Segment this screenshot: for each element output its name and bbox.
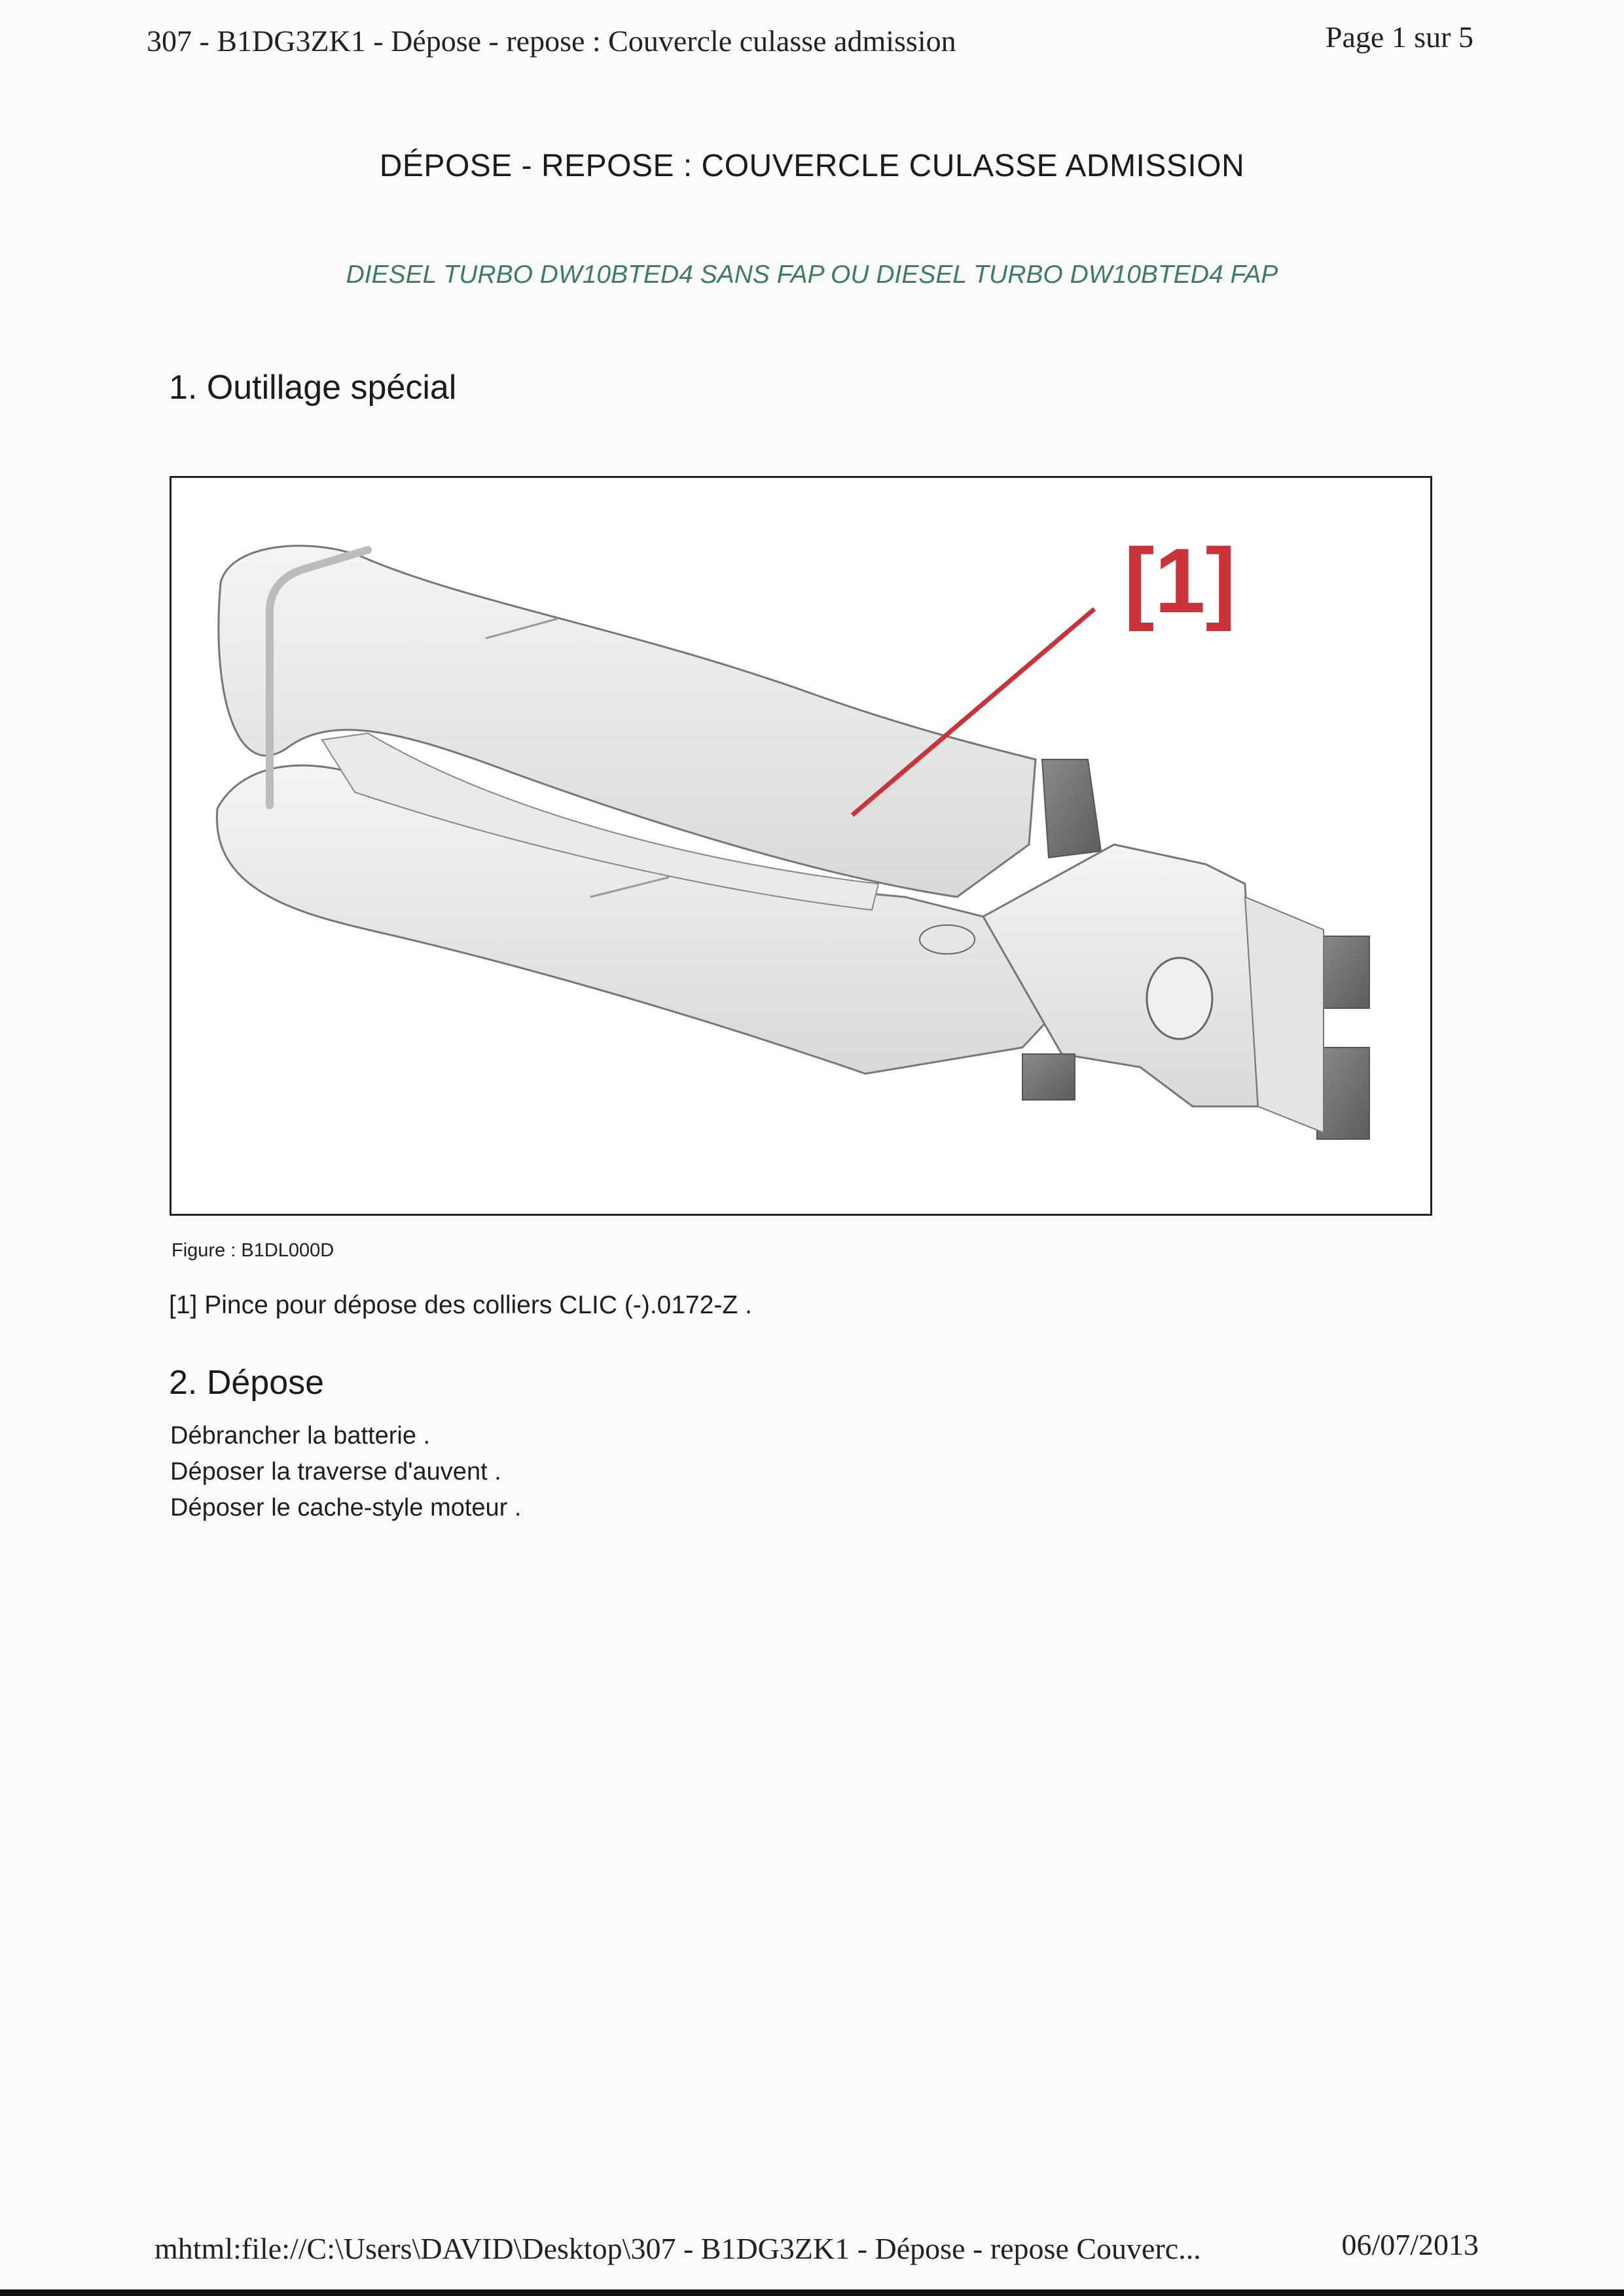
upper-handle-split [485, 617, 558, 640]
header-page-number: Page 1 sur 5 [1325, 20, 1473, 54]
document-title: DÉPOSE - REPOSE : COUVERCLE CULASSE ADMI… [379, 149, 1245, 183]
upper-handle-end [1041, 759, 1102, 859]
stop-pin [919, 924, 975, 955]
section-heading-special-tools: 1. Outillage spécial [169, 369, 457, 407]
header-document-reference: 307 - B1DG3ZK1 - Dépose - repose : Couve… [147, 24, 956, 58]
tool-figure: [1] [170, 476, 1432, 1216]
footer-file-path: mhtml:file://C:\Users\DAVID\Desktop\307 … [154, 2232, 1201, 2265]
document-subtitle: DIESEL TURBO DW10BTED4 SANS FAP OU DIESE… [346, 261, 1278, 289]
list-item: Débrancher la batterie . [170, 1422, 431, 1449]
upper-handle [217, 545, 1037, 898]
callout-leader-line [850, 607, 1096, 817]
lower-handle-split [590, 876, 670, 898]
print-header: 307 - B1DG3ZK1 - Dépose - repose : Couve… [147, 20, 1473, 65]
jaw-tip-upper [1316, 936, 1370, 1009]
scan-edge-strip [0, 2289, 1624, 2296]
footer-print-date: 06/07/2013 [1341, 2228, 1479, 2261]
removal-steps-list: Débrancher la batterie . Déposer la trav… [170, 1418, 521, 1526]
pliers-illustration: [1] [215, 529, 1370, 1140]
callout-label: [1] [1124, 529, 1236, 632]
list-item: Déposer la traverse d'auvent . [170, 1458, 501, 1485]
print-footer: mhtml:file://C:\Users\DAVID\Desktop\307 … [154, 2227, 1479, 2273]
pivot-bolt [1146, 957, 1214, 1040]
lower-handle-end [1022, 1053, 1075, 1101]
tool-legend: [1] Pince pour dépose des colliers CLIC … [169, 1291, 752, 1319]
list-item: Déposer le cache-style moteur . [170, 1494, 522, 1522]
lower-handle-inner [321, 732, 880, 911]
section-heading-removal: 2. Dépose [169, 1364, 325, 1402]
jaw-tip-lower [1316, 1047, 1370, 1140]
spring-wire [266, 546, 372, 809]
figure-caption: Figure : B1DL000D [171, 1240, 334, 1261]
jaw-arm [1244, 896, 1324, 1134]
